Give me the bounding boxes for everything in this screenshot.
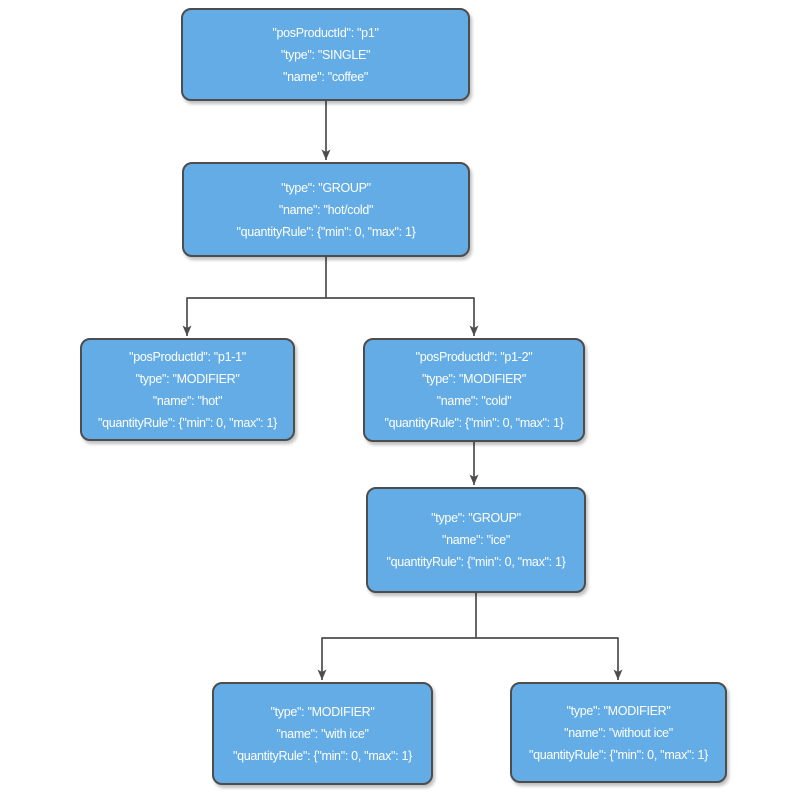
node-text-line: "quantityRule": {"min": 0, "max": 1} — [384, 416, 564, 430]
connector-ice-to-withice — [317, 637, 476, 680]
node-text-line: "posProductId": "p1-2" — [415, 350, 533, 364]
node-text-line: "type": "SINGLE" — [280, 47, 371, 62]
node-product-p1: "posProductId": "p1" "type": "SINGLE" "n… — [181, 8, 470, 101]
node-text-line: "type": "MODIFIER" — [135, 371, 240, 386]
node-group-ice: "type": "GROUP" "name": "ice" "quantityR… — [366, 487, 586, 593]
node-text-line: "name": "ice" — [441, 533, 511, 547]
node-text-line: "name": "cold" — [436, 394, 512, 408]
node-modifier-with-ice: "type": "MODIFIER" "name": "with ice" "q… — [212, 682, 433, 785]
node-text-line: "name": "without ice" — [564, 725, 673, 740]
node-modifier-cold: "posProductId": "p1-2" "type": "MODIFIER… — [363, 338, 585, 442]
node-text-line: "type": "GROUP" — [281, 180, 371, 195]
node-modifier-hot: "posProductId": "p1-1" "type": "MODIFIER… — [80, 338, 295, 441]
node-text-line: "quantityRule": {"min": 0, "max": 1} — [232, 748, 413, 763]
node-text-line: "name": "coffee" — [283, 69, 368, 84]
node-text-line: "quantityRule": {"min": 0, "max": 1} — [97, 415, 278, 430]
node-text-line: "posProductId": "p1-1" — [129, 349, 246, 364]
node-modifier-without-ice: "type": "MODIFIER" "name": "without ice"… — [510, 682, 727, 783]
connector-hotcold-to-cold — [326, 297, 479, 336]
node-text-line: "quantityRule": {"min": 0, "max": 1} — [528, 747, 709, 762]
node-text-line: "type": "MODIFIER" — [270, 704, 375, 719]
node-text-line: "type": "MODIFIER" — [421, 372, 527, 386]
node-text-line: "posProductId": "p1" — [272, 25, 379, 40]
node-text-line: "name": "hot" — [152, 393, 223, 408]
node-text-line: "type": "MODIFIER" — [566, 703, 671, 718]
node-group-hot-cold: "type": "GROUP" "name": "hot/cold" "quan… — [182, 162, 470, 257]
connector-ice-to-withoutice — [476, 637, 623, 680]
node-text-line: "quantityRule": {"min": 0, "max": 1} — [386, 555, 566, 569]
node-text-line: "name": "hot/cold" — [278, 202, 374, 217]
node-text-line: "quantityRule": {"min": 0, "max": 1} — [236, 224, 416, 239]
connector-hotcold-to-hot — [182, 297, 326, 336]
node-text-line: "type": "GROUP" — [431, 511, 521, 525]
node-text-line: "name": "with ice" — [276, 726, 369, 741]
